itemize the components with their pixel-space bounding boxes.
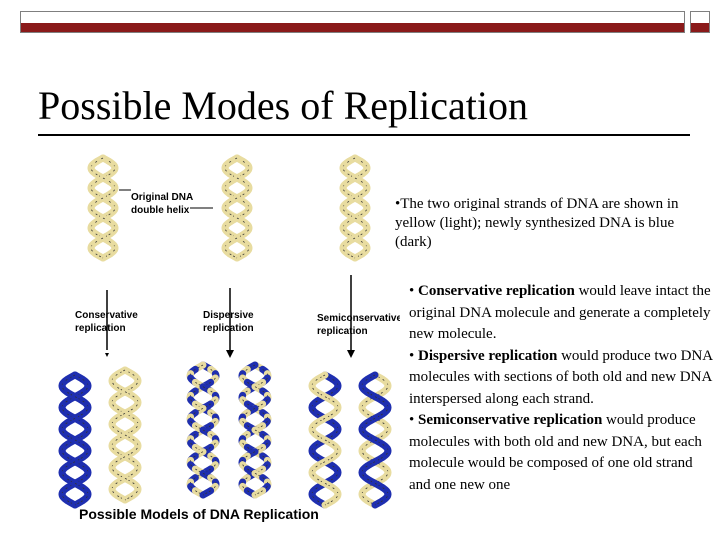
label-dispersive-line1: Dispersive [203, 310, 254, 321]
arrows [105, 189, 355, 358]
term-semiconservative: Semiconservative replication [418, 412, 603, 428]
helix-dispersive-2 [238, 361, 272, 499]
figure-caption: Possible Models of DNA Replication [79, 506, 319, 522]
slide-title: Possible Modes of Replication [38, 83, 528, 128]
helix-original-3 [339, 154, 371, 262]
dna-replication-figure: Original DNA double helix Conservative r… [55, 150, 400, 535]
title-bar-stripe [20, 11, 685, 33]
label-conservative-line2: replication [75, 323, 126, 334]
bullet-semiconservative: • Semiconservative replication would pro… [409, 412, 702, 493]
bullet-dispersive: • Dispersive replication would produce t… [409, 347, 713, 407]
label-original-line2: double helix [131, 205, 190, 216]
helix-conservative-new [58, 371, 92, 509]
helix-original-1 [87, 154, 119, 262]
intro-text: •The two original strands of DNA are sho… [395, 196, 679, 250]
helix-semiconservative-2 [358, 371, 392, 509]
desc-semiconservative: would produce molecules with both old an… [409, 412, 702, 493]
desc-dispersive: would produce two DNA molecules with sec… [409, 347, 713, 407]
label-semiconservative-line2: replication [317, 326, 368, 337]
title-bar-square [690, 11, 710, 33]
label-original-line1: Original DNA [131, 192, 193, 203]
helix-semiconservative-1 [308, 371, 342, 509]
dna-figure-svg: Original DNA double helix Conservative r… [58, 154, 400, 522]
helix-original-2 [221, 154, 253, 262]
term-conservative: Conservative replication [418, 283, 575, 299]
label-conservative-line1: Conservative [75, 310, 138, 321]
desc-conservative: would leave intact the original DNA mole… [409, 283, 711, 342]
label-dispersive-line2: replication [203, 323, 254, 334]
helix-conservative-old [108, 366, 142, 504]
title-rule [38, 134, 690, 136]
label-semiconservative-line1: Semiconservative [317, 313, 400, 324]
helix-dispersive-1 [186, 361, 220, 499]
bullet-list: • Conservative replication would leave i… [409, 281, 717, 496]
term-dispersive: Dispersive replication [418, 347, 558, 364]
bullet-conservative: • Conservative replication would leave i… [409, 283, 711, 342]
title-bar-decoration [20, 11, 710, 35]
